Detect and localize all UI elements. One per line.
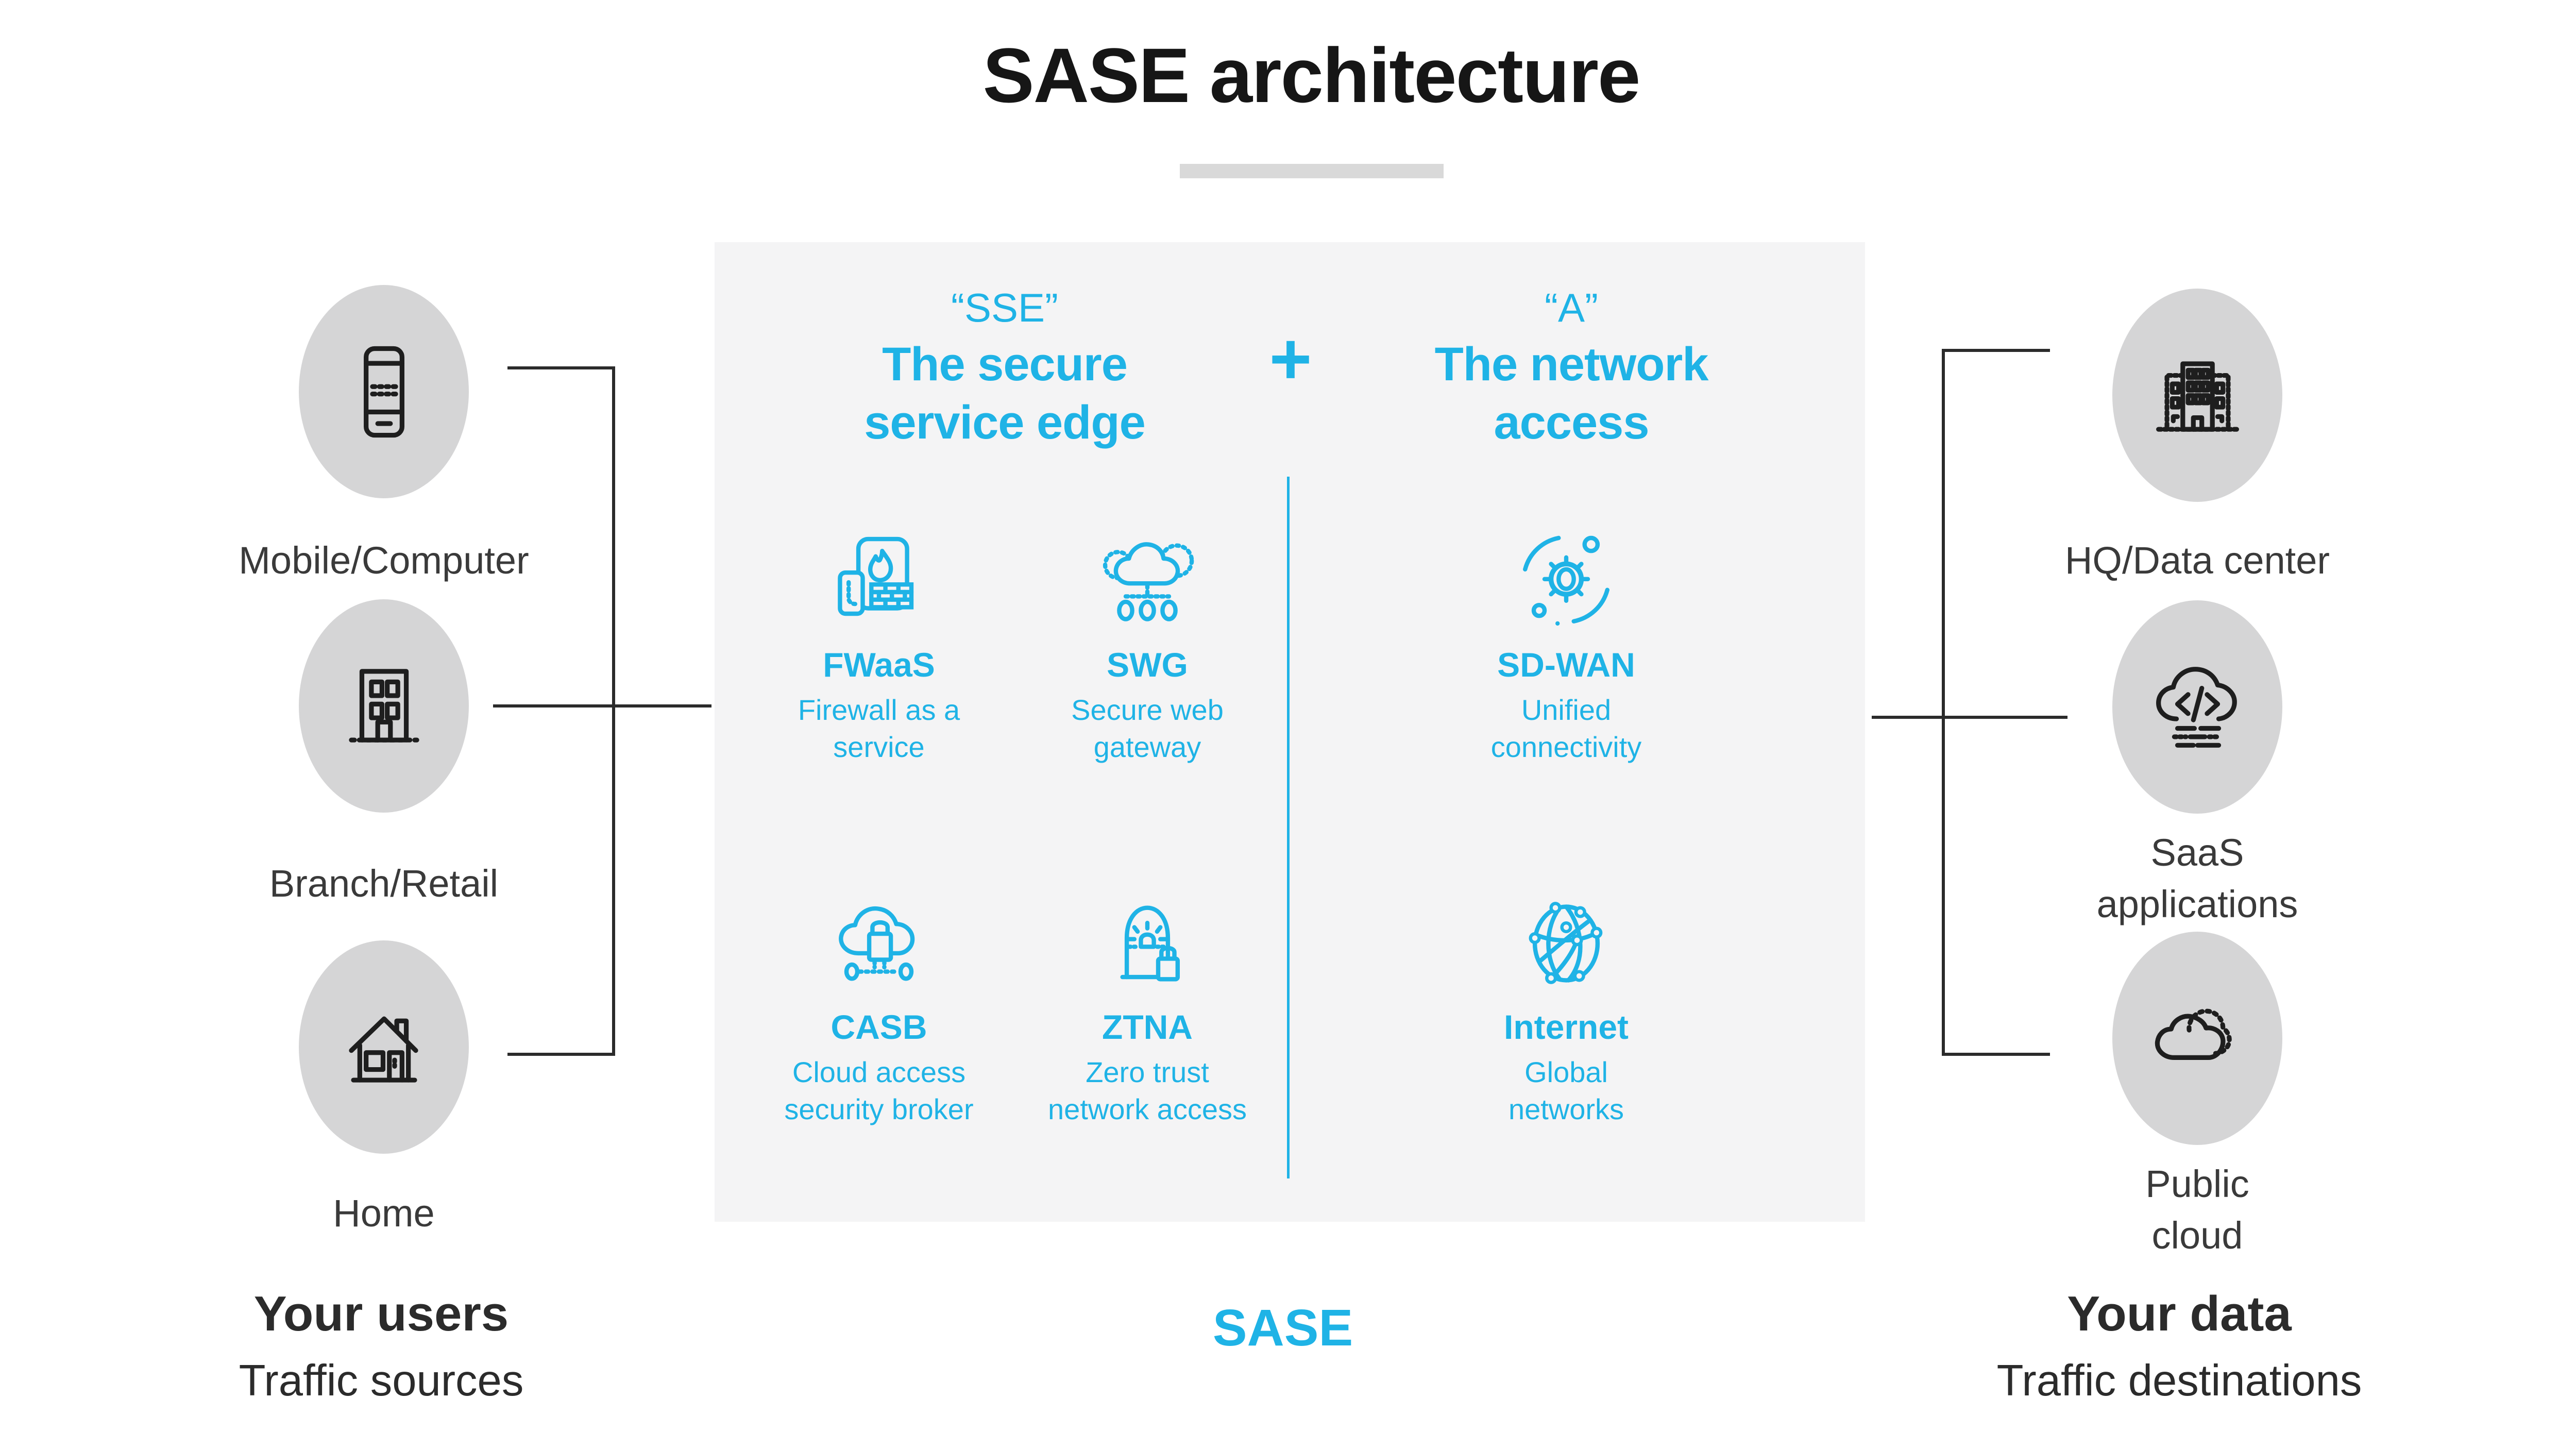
connector-box-to-right: [1872, 716, 2067, 719]
service-desc-line2: gateway: [1093, 731, 1201, 763]
connector-mobile-stub: [507, 366, 614, 369]
service-desc-line1: Cloud access: [792, 1056, 966, 1088]
firewall-icon: [838, 536, 914, 616]
saas-applications-label-line1: SaaS: [2150, 831, 2244, 874]
service-desc-line2: service: [833, 731, 925, 763]
service-desc-line2: network access: [1048, 1093, 1247, 1125]
a-title-line1: The network: [1434, 338, 1709, 391]
service-sdwan: SD-WAN Unified connectivity: [1422, 527, 1710, 766]
users-footer: Your users Traffic sources: [124, 1286, 639, 1406]
connector-left-to-box: [493, 704, 711, 707]
a-title-line2: access: [1494, 396, 1650, 449]
service-desc-line2: security broker: [784, 1093, 974, 1125]
sse-a-divider: [1287, 477, 1290, 1178]
public-cloud-icon: [2155, 1008, 2232, 1060]
connector-hq-stub: [1943, 349, 2050, 352]
arch-lock-icon: [1120, 905, 1180, 982]
service-name: FWaaS: [823, 646, 935, 684]
service-desc-line2: connectivity: [1490, 731, 1642, 763]
service-desc-line1: Secure web: [1071, 694, 1224, 726]
mobile-computer-label: Mobile/Computer: [239, 539, 529, 582]
home-label: Home: [333, 1192, 435, 1235]
service-fwaas: FWaaS Firewall as a service: [735, 527, 1023, 766]
data-footer-subtitle: Traffic destinations: [1996, 1356, 2362, 1405]
connector-public-cloud-stub: [1943, 1053, 2050, 1056]
connector-left-vertical: [612, 366, 615, 1056]
service-desc-line2: networks: [1508, 1093, 1624, 1125]
home-circle: [299, 940, 469, 1154]
hq-building-icon: [2156, 361, 2239, 432]
service-name: SD-WAN: [1497, 646, 1635, 684]
sse-quote: “SSE”: [951, 285, 1059, 330]
service-internet: Internet Global networks: [1422, 889, 1710, 1128]
public-cloud-label-line1: Public: [2145, 1162, 2249, 1205]
service-name: SWG: [1107, 646, 1188, 684]
public-cloud-circle: [2112, 932, 2282, 1145]
users-footer-title: Your users: [253, 1286, 509, 1341]
plus-sign: +: [1269, 318, 1312, 400]
connector-right-vertical: [1942, 349, 1945, 1056]
cloud-code-icon: [2156, 666, 2237, 748]
mobile-phone-icon: [363, 346, 404, 437]
sse-title-line2: service edge: [864, 396, 1145, 449]
page-title: SASE architecture: [982, 32, 1641, 119]
users-footer-subtitle: Traffic sources: [239, 1356, 524, 1405]
service-name: Internet: [1503, 1008, 1629, 1046]
service-ztna: ZTNA Zero trust network access: [1003, 889, 1292, 1128]
service-name: ZTNA: [1102, 1008, 1193, 1046]
service-desc-line1: Zero trust: [1086, 1056, 1209, 1088]
gear-orbit-icon: [1523, 535, 1609, 626]
house-icon: [348, 1016, 418, 1083]
service-desc-line1: Global: [1524, 1056, 1608, 1088]
sse-title-line1: The secure: [882, 338, 1128, 391]
hq-data-center-circle: [2112, 289, 2282, 502]
mobile-computer-circle: [299, 285, 469, 498]
sase-label: SASE: [1212, 1299, 1353, 1357]
branch-retail-label: Branch/Retail: [269, 862, 499, 905]
branch-retail-circle: [299, 599, 469, 813]
office-building-icon: [348, 668, 419, 743]
connector-home-stub: [507, 1053, 614, 1056]
globe-network-icon: [1529, 902, 1603, 984]
cloud-lock-icon: [839, 906, 915, 981]
a-quote: “A”: [1545, 285, 1598, 330]
service-casb: CASB Cloud access security broker: [735, 889, 1023, 1128]
service-swg: SWG Secure web gateway: [1003, 527, 1292, 766]
saas-applications-label-line2: applications: [2096, 883, 2298, 925]
public-cloud-label-line2: cloud: [2151, 1214, 2243, 1257]
data-footer: Your data Traffic destinations: [1922, 1286, 2437, 1406]
title-underline: [1180, 164, 1444, 178]
service-name: CASB: [831, 1008, 927, 1046]
service-desc-line1: Unified: [1521, 694, 1612, 726]
saas-applications-circle: [2112, 600, 2282, 814]
data-footer-title: Your data: [2067, 1286, 2292, 1341]
hq-data-center-label: HQ/Data center: [2064, 539, 2330, 582]
cloud-gateway-icon: [1103, 542, 1194, 621]
service-desc-line1: Firewall as a: [798, 694, 960, 726]
sase-box: [715, 242, 1865, 1222]
